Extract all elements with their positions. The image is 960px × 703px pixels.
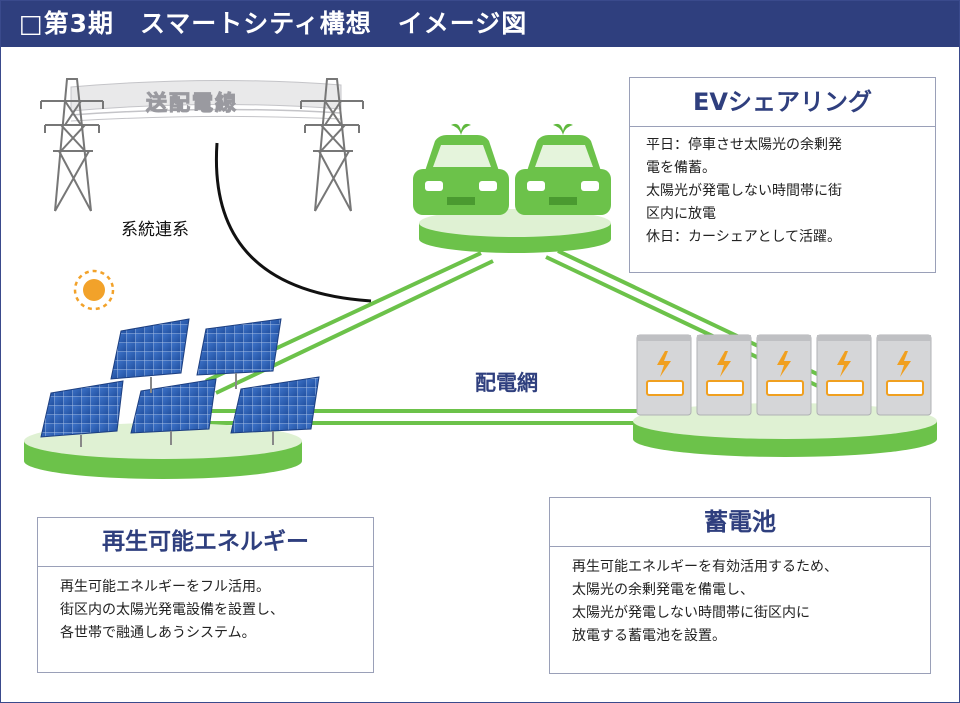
ev-car-icon (413, 123, 509, 215)
header-bar: □第3期 スマートシティ構想 イメージ図 (1, 1, 959, 47)
battery-divider (550, 546, 930, 547)
renewable-energy-box: 再生可能エネルギー 再生可能エネルギーをフル活用。 街区内の太陽光発電設備を設置… (37, 517, 374, 673)
transmission-line-label: 送配電線 (146, 91, 238, 116)
battery-unit-icon (636, 334, 692, 416)
solar-panel-icon (40, 318, 320, 447)
battery-title: 蓄電池 (704, 508, 776, 536)
renewable-energy-line: 街区内の太陽光発電設備を設置し、 (60, 602, 284, 618)
battery-unit-icon (756, 334, 812, 416)
battery-line: 太陽光が発電しない時間帯に街区内に (572, 605, 810, 621)
ev-car-icon (515, 123, 611, 215)
grid-connection-line (214, 142, 372, 303)
renewable-energy-divider (38, 566, 373, 567)
ev-sharing-box: EVシェアリング 平日：停車させ太陽光の余剰発 電を備蓄。 太陽光が発電しない時… (629, 77, 936, 273)
ev-sharing-line: 電を備蓄。 (646, 160, 716, 176)
pylon-left-icon (40, 78, 104, 212)
ev-platform (419, 209, 611, 253)
grid-connection-label: 系統連系 (121, 220, 189, 240)
distribution-network-label: 配電網 (475, 371, 538, 395)
battery-line: 再生可能エネルギーを有効活用するため、 (572, 559, 838, 575)
battery-platform (633, 403, 937, 457)
ev-sharing-line: 区内に放電 (646, 206, 716, 222)
battery-unit-icon (876, 334, 932, 416)
battery-unit-icon (816, 334, 872, 416)
ev-sharing-title: EVシェアリング (693, 88, 872, 116)
battery-text: 再生可能エネルギーを有効活用するため、 太陽光の余剰発電を備電し、 太陽光が発電… (572, 556, 838, 648)
ev-sharing-line: 平日：停車させ太陽光の余剰発 (646, 137, 842, 153)
ev-sharing-text: 平日：停車させ太陽光の余剰発 電を備蓄。 太陽光が発電しない時間帯に街 区内に放… (646, 134, 842, 249)
ev-sharing-line: 太陽光が発電しない時間帯に街 (646, 183, 842, 199)
renewable-energy-text: 再生可能エネルギーをフル活用。 街区内の太陽光発電設備を設置し、 各世帯で融通し… (60, 576, 284, 645)
transmission-line-banner (70, 79, 342, 122)
battery-box: 蓄電池 再生可能エネルギーを有効活用するため、 太陽光の余剰発電を備電し、 太陽… (549, 497, 931, 674)
page-title: □第3期 スマートシティ構想 イメージ図 (19, 9, 528, 38)
renewable-energy-line: 各世帯で融通しあうシステム。 (60, 625, 256, 641)
battery-unit-icon (696, 334, 752, 416)
sun-icon (73, 269, 115, 311)
pylon-right-icon (300, 78, 364, 212)
ev-sharing-line: 休日：カーシェアとして活躍。 (646, 229, 842, 245)
battery-line: 放電する蓄電池を設置。 (572, 628, 726, 644)
ev-sharing-divider (630, 126, 935, 127)
renewable-energy-title: 再生可能エネルギー (102, 529, 309, 555)
battery-line: 太陽光の余剰発電を備電し、 (572, 582, 754, 598)
renewable-energy-line: 再生可能エネルギーをフル活用。 (60, 579, 270, 595)
